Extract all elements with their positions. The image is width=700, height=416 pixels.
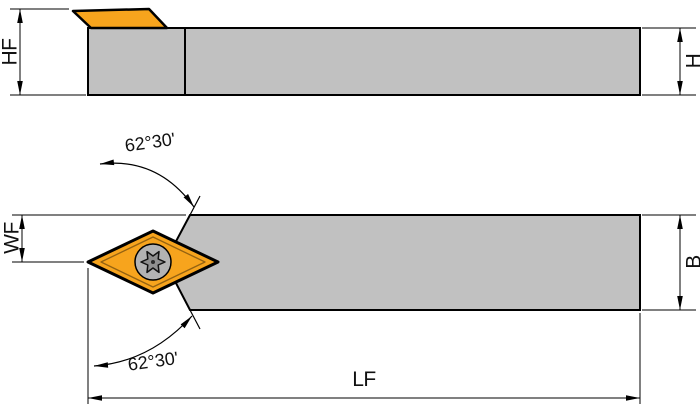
- bottom-edge-extension-line: [189, 309, 201, 330]
- wf-dimension-label: WF: [0, 222, 23, 254]
- plan-view-body: [163, 214, 641, 311]
- lf-dimension-label: LF: [352, 368, 376, 391]
- dim-wf: WF: [0, 214, 186, 263]
- h-dimension-label: H: [682, 54, 700, 69]
- side-view-insert: [71, 7, 169, 30]
- plan-view: 62°30' 62°30' WF B LF: [0, 129, 700, 404]
- dim-lf: LF: [87, 268, 641, 404]
- side-view: HF H: [0, 7, 700, 96]
- dim-h: H: [642, 27, 700, 96]
- dim-angle-top: 62°30': [99, 129, 195, 208]
- dim-b: B: [642, 214, 700, 311]
- dim-hf: HF: [0, 8, 86, 96]
- angle-bottom-label: 62°30': [127, 348, 180, 375]
- top-edge-extension-line: [189, 195, 201, 216]
- angle-bottom-arc: [93, 315, 193, 368]
- b-dimension-label: B: [682, 255, 700, 269]
- screw-center-dot: [151, 260, 155, 264]
- hf-dimension-label: HF: [0, 39, 21, 66]
- dim-angle-bottom: 62°30': [93, 315, 193, 375]
- side-view-shank-body: [87, 27, 641, 96]
- angle-top-arc: [99, 159, 195, 208]
- angle-top-label: 62°30': [124, 129, 177, 156]
- insert-top-face-contour: [100, 236, 206, 288]
